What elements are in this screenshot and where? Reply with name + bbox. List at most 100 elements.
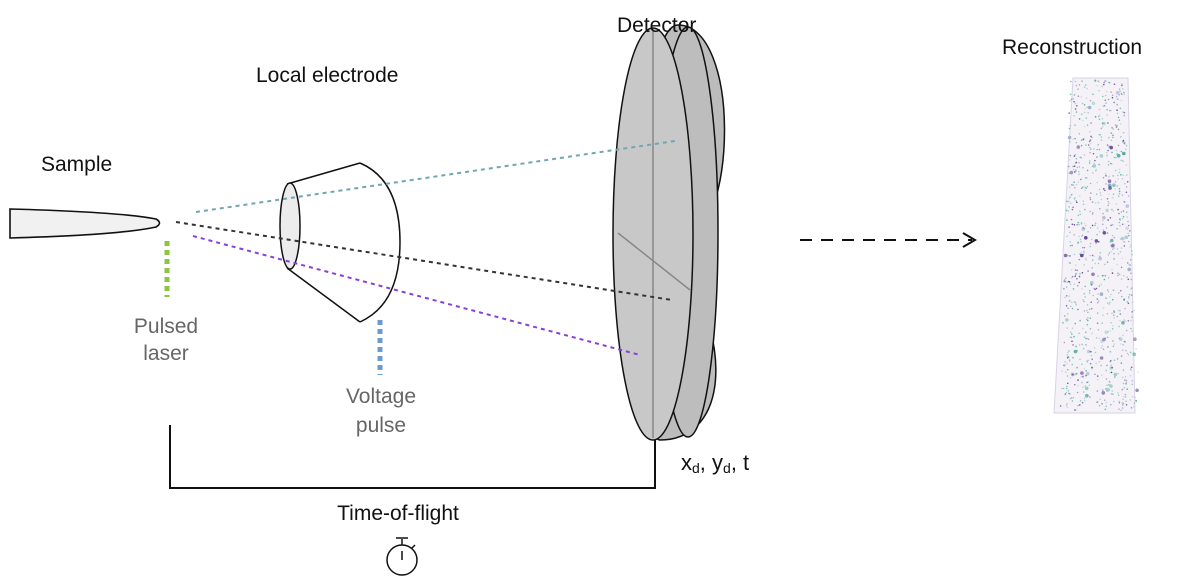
detector-label: Detector [617,14,697,37]
local-electrode [286,162,401,323]
atom-point [1071,223,1074,226]
atom-point [1064,361,1066,363]
atom-point [1074,171,1076,173]
atom-point [1112,175,1114,177]
atom-point [1085,177,1088,179]
atom-point [1092,172,1094,174]
atom-point [1111,268,1113,271]
atom-point [1125,186,1128,188]
atom-point [1135,399,1137,402]
atom-point [1108,383,1110,386]
atom-point [1113,101,1115,104]
atom-point [1130,327,1132,330]
atom-point [1085,117,1088,119]
atom-point [1072,344,1074,346]
atom-point [1118,408,1120,410]
atom-point [1106,152,1108,154]
atom-point [1077,95,1080,97]
atom-point [1068,206,1070,208]
atom-point [1070,218,1073,221]
atom-point [1074,196,1077,199]
atom-point [1068,226,1070,228]
atom-point [1097,275,1099,277]
atom-point [1106,289,1109,291]
atom-point [1071,373,1074,376]
atom-point [1081,401,1084,404]
atom-point [1078,223,1080,226]
atom-point [1098,81,1100,83]
atom-point [1126,216,1128,218]
atom-point [1092,211,1094,214]
atom-point [1088,384,1091,387]
atom-point [1105,297,1107,299]
atom-point [1075,158,1077,160]
atom-point [1096,156,1098,158]
atom-point [1078,281,1080,284]
atom-point [1074,80,1077,83]
atom-point [1127,278,1130,281]
atom-point [1107,219,1109,221]
atom-point [1122,398,1124,401]
atom-point [1091,224,1094,227]
atom-point [1120,236,1125,241]
atom-point [1102,348,1105,351]
atom-point [1083,250,1085,253]
atom-point [1088,292,1091,294]
atom-point [1125,349,1127,352]
atom-point [1121,93,1123,96]
atom-point [1094,288,1096,291]
atom-point [1087,319,1089,322]
atom-point [1124,341,1126,343]
atom-point [1092,152,1095,155]
atom-point [1065,318,1069,322]
atom-point [1077,241,1080,243]
atom-point [1076,166,1079,169]
atom-point [1117,272,1119,275]
atom-point [1081,113,1083,115]
atom-point [1069,299,1071,302]
atom-point [1101,322,1103,324]
atom-point [1112,400,1115,403]
atom-point [1083,336,1086,338]
atom-point [1090,121,1093,124]
atom-point [1105,401,1107,404]
atom-point [1093,347,1096,349]
atom-point [1078,275,1081,278]
atom-point [1125,211,1128,213]
atom-point [1126,388,1128,390]
atom-point [1104,99,1107,101]
atom-point [1080,178,1082,181]
atom-point [1074,187,1076,189]
atom-point [1090,354,1093,357]
atom-point [1077,88,1079,90]
atom-point [1098,256,1102,261]
atom-point [1117,394,1120,397]
atom-point [1084,208,1086,211]
atom-point [1125,164,1127,166]
atom-point [1066,281,1068,284]
atom-point [1134,396,1137,399]
atom-point [1096,233,1098,236]
atom-point [1080,96,1083,98]
atom-point [1124,376,1127,378]
atom-point [1097,329,1100,331]
atom-point [1075,345,1077,348]
atom-point [1107,204,1109,207]
atom-point [1062,321,1064,324]
atom-point [1099,134,1101,136]
atom-point [1078,195,1081,197]
atom-point [1095,169,1097,172]
atom-point [1110,293,1112,296]
atom-point [1106,302,1109,304]
atom-point [1077,214,1080,217]
atom-point [1084,189,1087,192]
atom-point [1109,217,1112,219]
atom-point [1107,290,1110,293]
atom-point [1108,202,1110,205]
atom-point [1110,360,1112,362]
atom-point [1111,324,1114,327]
atom-point [1099,208,1101,210]
atom-point [1094,202,1097,204]
atom-point [1063,280,1065,283]
atom-point [1109,145,1113,150]
